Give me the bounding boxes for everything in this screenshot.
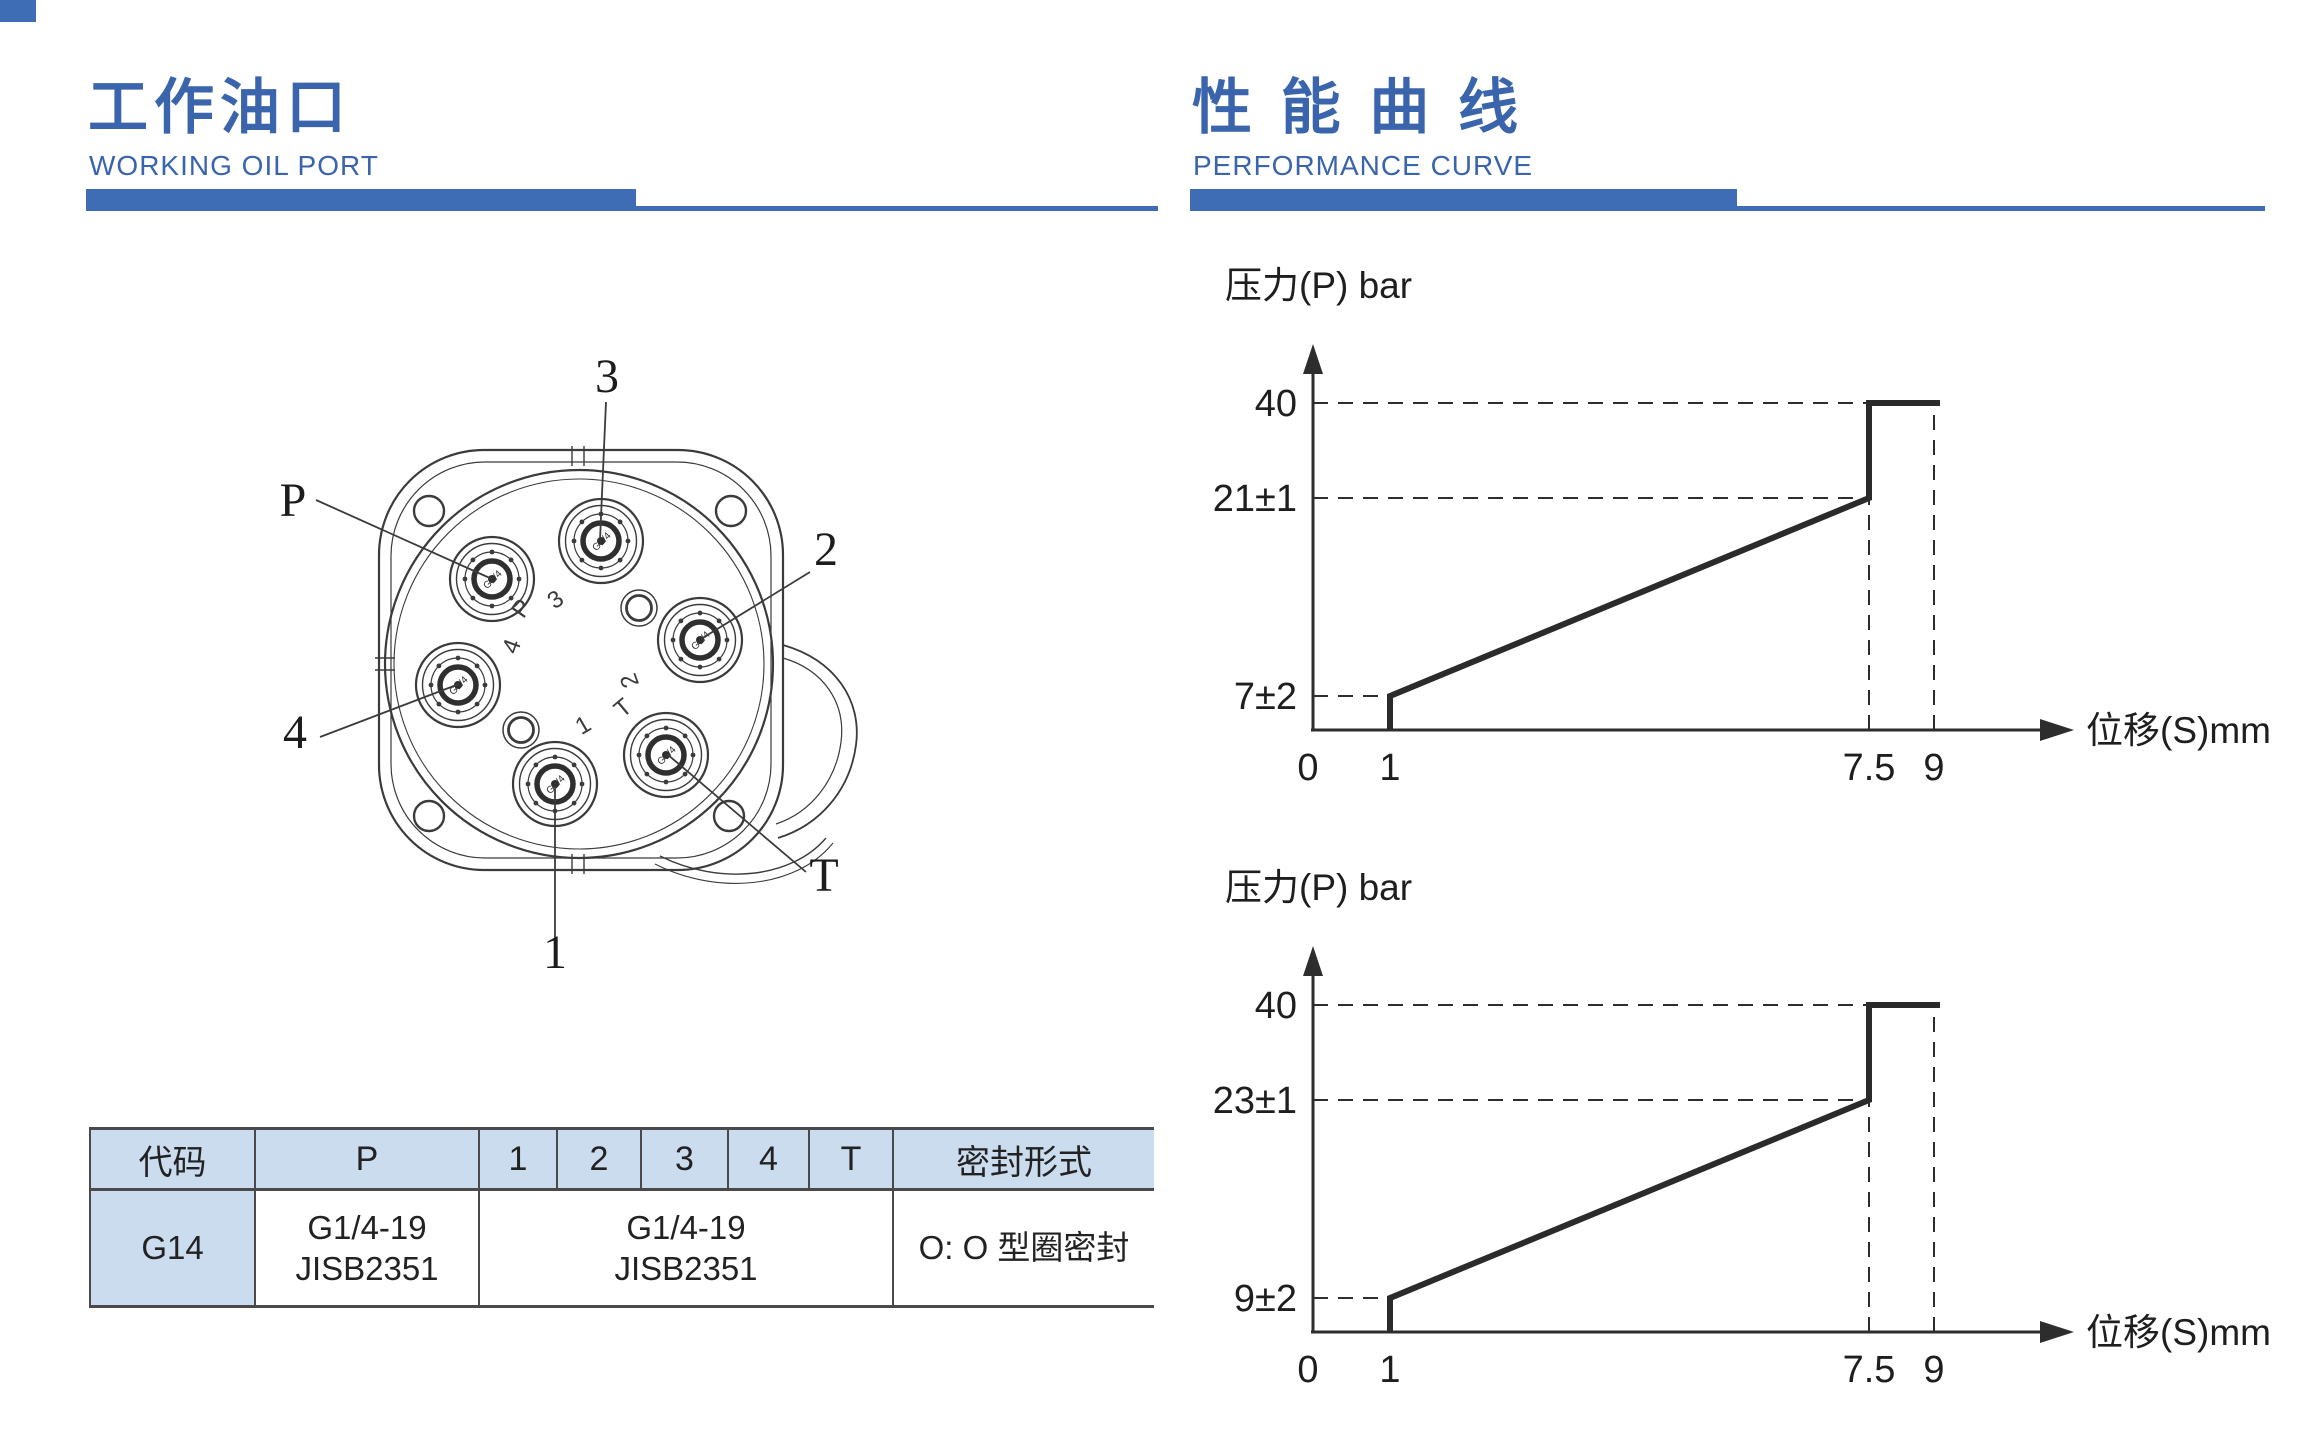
port-label-2: 2 bbox=[814, 523, 838, 576]
chart1-xtick-1: 1 bbox=[1379, 747, 1400, 789]
chart2-ytick-40: 40 bbox=[1255, 985, 1297, 1027]
page-corner-mark bbox=[0, 0, 36, 22]
right-heading-bar bbox=[1190, 189, 1737, 211]
port-label-4: 4 bbox=[283, 706, 307, 759]
col-header-t: T bbox=[809, 1128, 894, 1191]
table-header-row: 代码 P 1 2 3 4 T 密封形式 bbox=[90, 1128, 1154, 1191]
right-section-title: 性 能 曲 线 bbox=[1192, 74, 1525, 141]
face-circle bbox=[383, 468, 775, 860]
chart1-ytick-21: 21±1 bbox=[1213, 478, 1297, 520]
chart2-curve bbox=[1387, 1002, 1940, 1332]
chart1-ytick-7: 7±2 bbox=[1234, 676, 1297, 718]
engraving-4: 4 bbox=[497, 636, 527, 658]
y-axis-arrow bbox=[1303, 946, 1323, 976]
col-header-seal: 密封形式 bbox=[893, 1128, 1154, 1191]
port-label-t: T bbox=[809, 849, 838, 902]
left-heading-bar bbox=[86, 189, 636, 211]
x-axis-arrow bbox=[2040, 719, 2074, 741]
cell-code: G14 bbox=[90, 1189, 256, 1307]
port-label-1: 1 bbox=[543, 926, 567, 979]
leader-lines bbox=[315, 401, 811, 938]
left-section-title: 工作油口 bbox=[88, 74, 352, 141]
performance-chart-1: 压力(P) bar 位移(S)mm 40 21±1 7±2 0 1 7.5 9 bbox=[1213, 265, 2271, 789]
col-header-2: 2 bbox=[557, 1128, 642, 1191]
port-label-p: P bbox=[280, 474, 307, 527]
chart1-ytick-40: 40 bbox=[1255, 383, 1297, 425]
engraving-3: 3 bbox=[542, 585, 568, 615]
left-section-subtitle: WORKING OIL PORT bbox=[89, 150, 379, 181]
cell-p-thread: G1/4-19 JISB2351 bbox=[255, 1189, 480, 1307]
ports-thread-line2: JISB2351 bbox=[614, 1250, 758, 1287]
col-header-1: 1 bbox=[479, 1128, 558, 1191]
chart2-xtick-0: 0 bbox=[1297, 1349, 1318, 1391]
corner-hole bbox=[412, 799, 446, 833]
chart2-xtick-1: 1 bbox=[1379, 1349, 1400, 1391]
chart1-curve bbox=[1387, 400, 1940, 730]
port-spec-table: 代码 P 1 2 3 4 T 密封形式 G14 G1/4-19 JISB2351… bbox=[89, 1127, 1154, 1308]
chart1-xtick-9: 9 bbox=[1923, 747, 1944, 789]
corner-hole bbox=[412, 494, 446, 528]
engraving-t: T bbox=[609, 693, 638, 723]
performance-chart-2: 压力(P) bar 位移(S)mm 40 23±1 9±2 0 1 7.5 9 bbox=[1213, 867, 2271, 1391]
face-circle-inner bbox=[393, 478, 765, 850]
col-header-p: P bbox=[255, 1128, 480, 1191]
chart1-x-axis-label: 位移(S)mm bbox=[2086, 710, 2271, 751]
pilot-hole bbox=[502, 711, 540, 749]
table-row: G14 G1/4-19 JISB2351 G1/4-19 JISB2351 O:… bbox=[90, 1189, 1154, 1307]
ports-thread-line1: G1/4-19 bbox=[626, 1208, 746, 1246]
col-header-code: 代码 bbox=[90, 1128, 256, 1191]
chart2-x-axis-label: 位移(S)mm bbox=[2086, 1312, 2271, 1353]
p-thread-line1: G1/4-19 bbox=[307, 1208, 427, 1246]
corner-hole bbox=[712, 799, 746, 833]
corner-hole bbox=[714, 494, 748, 528]
p-thread-line2: JISB2351 bbox=[295, 1250, 439, 1287]
port-t bbox=[624, 713, 708, 797]
engraving-1: 1 bbox=[571, 710, 596, 740]
chart1-xtick-0: 0 bbox=[1297, 747, 1318, 789]
chart2-ytick-9: 9±2 bbox=[1234, 1278, 1297, 1320]
engraving-2: 2 bbox=[615, 670, 645, 692]
side-ear bbox=[654, 644, 858, 884]
col-header-3: 3 bbox=[641, 1128, 729, 1191]
right-heading-rule bbox=[1737, 206, 2265, 211]
port-2 bbox=[658, 598, 742, 682]
pilot-hole bbox=[620, 589, 658, 627]
cell-seal-type: O: O 型圈密封 bbox=[893, 1189, 1154, 1307]
flange-edge-ticks bbox=[375, 446, 585, 874]
cell-ports-thread: G1/4-19 JISB2351 bbox=[479, 1189, 894, 1307]
y-axis-arrow bbox=[1303, 344, 1323, 374]
oil-port-diagram: G1/4 bbox=[280, 350, 858, 979]
chart1-xtick-75: 7.5 bbox=[1843, 747, 1896, 789]
left-heading-rule bbox=[636, 206, 1158, 211]
col-header-4: 4 bbox=[728, 1128, 810, 1191]
chart2-y-axis-label: 压力(P) bar bbox=[1225, 867, 1412, 908]
chart1-y-axis-label: 压力(P) bar bbox=[1225, 265, 1412, 306]
flange-outline bbox=[377, 448, 785, 872]
chart2-xtick-75: 7.5 bbox=[1843, 1349, 1896, 1391]
chart2-ytick-23: 23±1 bbox=[1213, 1080, 1297, 1122]
x-axis-arrow bbox=[2040, 1321, 2074, 1343]
port-label-3: 3 bbox=[595, 350, 619, 403]
chart2-xtick-9: 9 bbox=[1923, 1349, 1944, 1391]
right-section-subtitle: PERFORMANCE CURVE bbox=[1193, 150, 1534, 181]
